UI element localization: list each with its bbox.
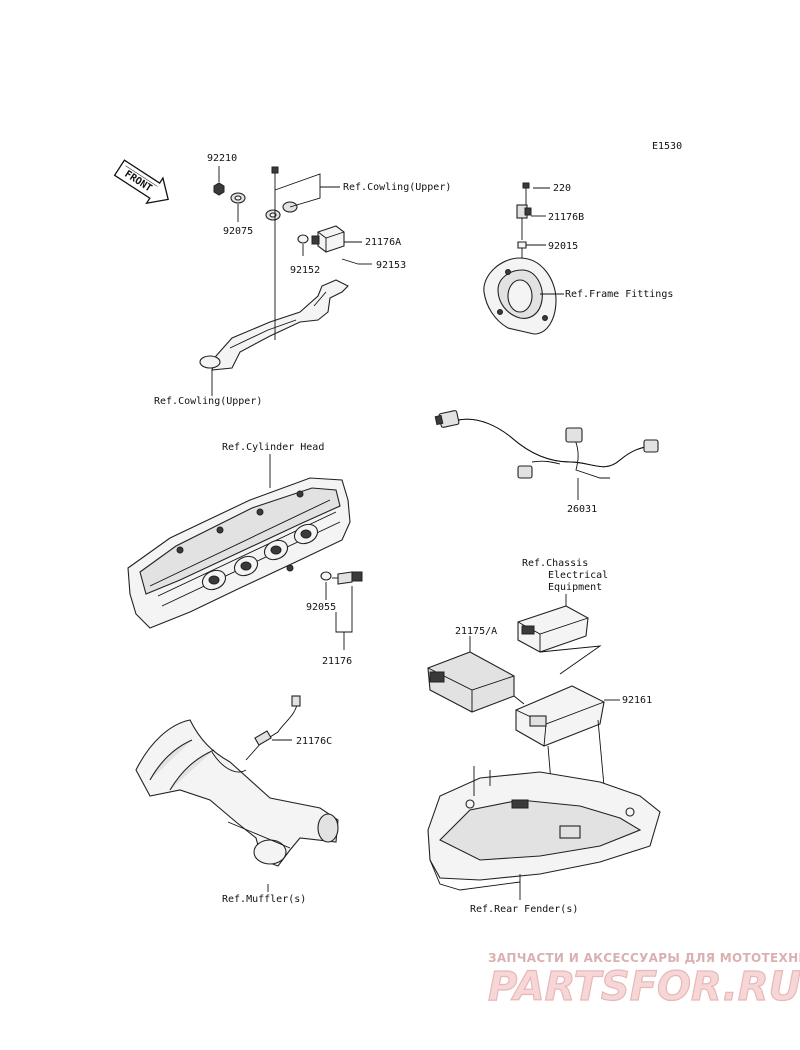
callout-ref-cowling-upper-top: Ref.Cowling(Upper) bbox=[343, 182, 451, 193]
callout-92210: 92210 bbox=[207, 153, 237, 164]
ecu-21175A-icon bbox=[427, 651, 515, 713]
wiring-harness-26031-icon bbox=[434, 410, 659, 500]
callout-220: 220 bbox=[553, 183, 571, 194]
callout-26031: 26031 bbox=[567, 504, 597, 515]
watermark-tagline: ЗАПЧАСТИ И АКСЕССУАРЫ ДЛЯ МОТОТЕХНИКИ bbox=[488, 951, 800, 965]
callout-92015: 92015 bbox=[548, 241, 578, 252]
cylinder-head-icon bbox=[127, 454, 351, 629]
callout-92055: 92055 bbox=[306, 602, 336, 613]
callout-ref-cowling-upper-bottom: Ref.Cowling(Upper) bbox=[154, 396, 262, 407]
cowling-bracket-group bbox=[199, 166, 372, 396]
washer-92055-icon bbox=[320, 571, 332, 581]
callout-21176: 21176 bbox=[322, 656, 352, 667]
callout-21176C: 21176C bbox=[296, 736, 332, 747]
bracket-92161-icon bbox=[515, 685, 605, 747]
frame-fitting-group bbox=[483, 182, 564, 335]
screw-92153-icon bbox=[341, 258, 359, 265]
callout-92075: 92075 bbox=[223, 226, 253, 237]
screw-220-icon bbox=[522, 182, 530, 189]
callout-ref-cylinder-head: Ref.Cylinder Head bbox=[222, 442, 324, 453]
callout-ref-frame-fittings: Ref.Frame Fittings bbox=[565, 289, 673, 300]
callout-21175A: 21175/A bbox=[455, 626, 497, 637]
sensor-21176A-icon bbox=[311, 225, 345, 253]
sensor-21176B-icon bbox=[516, 204, 532, 219]
washer-92152-icon bbox=[297, 234, 309, 244]
chassis-module-icon bbox=[517, 605, 589, 653]
rear-fender-icon bbox=[427, 766, 661, 900]
callout-92153: 92153 bbox=[376, 260, 406, 271]
watermark-brand: PARTSFOR.RU bbox=[488, 964, 800, 1010]
front-arrow-icon: FRONT bbox=[113, 159, 169, 205]
callout-21176B: 21176B bbox=[548, 212, 584, 223]
callout-92161: 92161 bbox=[622, 695, 652, 706]
callout-ref-chassis-line2: Electrical bbox=[548, 570, 608, 581]
callout-ref-chassis-line3: Equipment bbox=[548, 582, 602, 593]
callout-ref-chassis-line1: Ref.Chassis bbox=[522, 558, 588, 569]
oxygen-sensor-21176C-icon bbox=[245, 695, 301, 761]
collar-92015-icon bbox=[517, 241, 527, 249]
callout-ref-rear-fender: Ref.Rear Fender(s) bbox=[470, 904, 578, 915]
callout-92152: 92152 bbox=[290, 265, 320, 276]
muffler-icon bbox=[135, 719, 339, 867]
callout-21176A: 21176A bbox=[365, 237, 401, 248]
callout-ref-muffler: Ref.Muffler(s) bbox=[222, 894, 306, 905]
diagram-code: E1530 bbox=[652, 141, 682, 152]
cowling-bracket-icon bbox=[211, 279, 349, 371]
bolt-icon bbox=[271, 166, 279, 174]
nut-92210-icon bbox=[213, 182, 225, 196]
sensor-21176-icon bbox=[332, 571, 363, 585]
